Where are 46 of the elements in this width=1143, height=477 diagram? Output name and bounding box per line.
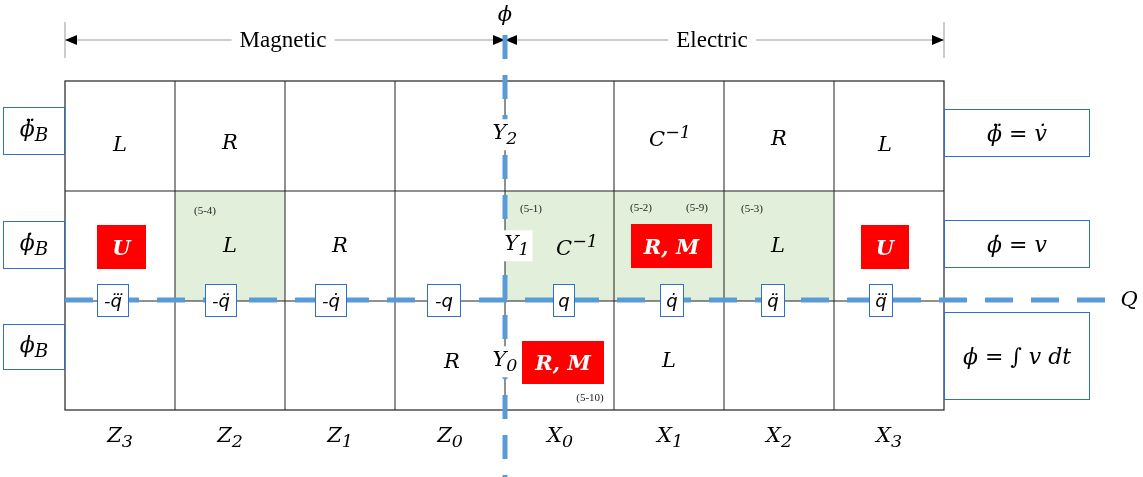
axis-label: X$_{0}$ — [546, 424, 574, 452]
equation-number: (5-2) — [630, 200, 652, 214]
cell-symbol: R — [222, 131, 238, 155]
variable-box: -q — [427, 284, 461, 317]
axis-label: Z$_{2}$ — [217, 424, 243, 452]
highlight-box: R, M — [522, 341, 604, 384]
equation-box: ϕ̈ = v̇ — [944, 109, 1090, 157]
cell-symbol: C$^{−1}$ — [649, 122, 691, 152]
variable-box: q — [553, 284, 575, 317]
cell-symbol: L — [113, 133, 127, 157]
cell-symbol: R — [444, 350, 460, 374]
variable-box: q⃛ — [869, 284, 893, 317]
variable-box: -q̇ — [315, 284, 347, 317]
equation-number: (5-4) — [194, 203, 216, 217]
cell-symbol: L — [771, 234, 785, 258]
equation-number: (5-9) — [686, 200, 708, 214]
highlight-box: U — [97, 225, 146, 269]
cell-symbol: C$^{−1}$ — [556, 231, 598, 261]
highlight-box: R, M — [631, 224, 712, 268]
cell-symbol: L — [662, 349, 676, 373]
equation-box: ϕ̇ = v — [944, 220, 1090, 268]
cell-symbol: R — [332, 234, 348, 258]
variable-box: q̈ — [761, 284, 785, 317]
equation-number: (5-10) — [576, 390, 604, 404]
variable-box: ϕ̈$_{B}$ — [3, 107, 65, 155]
axis-label: Y$_{1}$ — [501, 230, 533, 262]
variable-box: ϕ$_{B}$ — [3, 324, 65, 370]
axis-label: Z$_{1}$ — [327, 424, 353, 452]
axis-label: Q — [1120, 288, 1138, 312]
equation-box: ϕ = ∫ v dt — [944, 312, 1090, 400]
cell-symbol: R — [771, 127, 787, 151]
highlight-box: U — [861, 225, 909, 269]
axis-label: X$_{1}$ — [656, 424, 684, 452]
equation-number: (5-1) — [520, 201, 542, 215]
variable-box: -q̈ — [205, 284, 237, 317]
axis-label: X$_{2}$ — [765, 424, 793, 452]
variable-box: -q⃛ — [97, 284, 129, 317]
axis-label: X$_{3}$ — [875, 424, 903, 452]
axis-label: Z$_{0}$ — [437, 424, 463, 452]
axis-label: ϕ — [497, 3, 513, 27]
equation-number: (5-3) — [741, 201, 763, 215]
cell-symbol: L — [878, 133, 892, 157]
variable-box: ϕ̇$_{B}$ — [3, 221, 65, 269]
axis-label: Z$_{3}$ — [107, 424, 133, 452]
variable-box: q̇ — [660, 284, 684, 317]
cell-symbol: L — [223, 234, 237, 258]
